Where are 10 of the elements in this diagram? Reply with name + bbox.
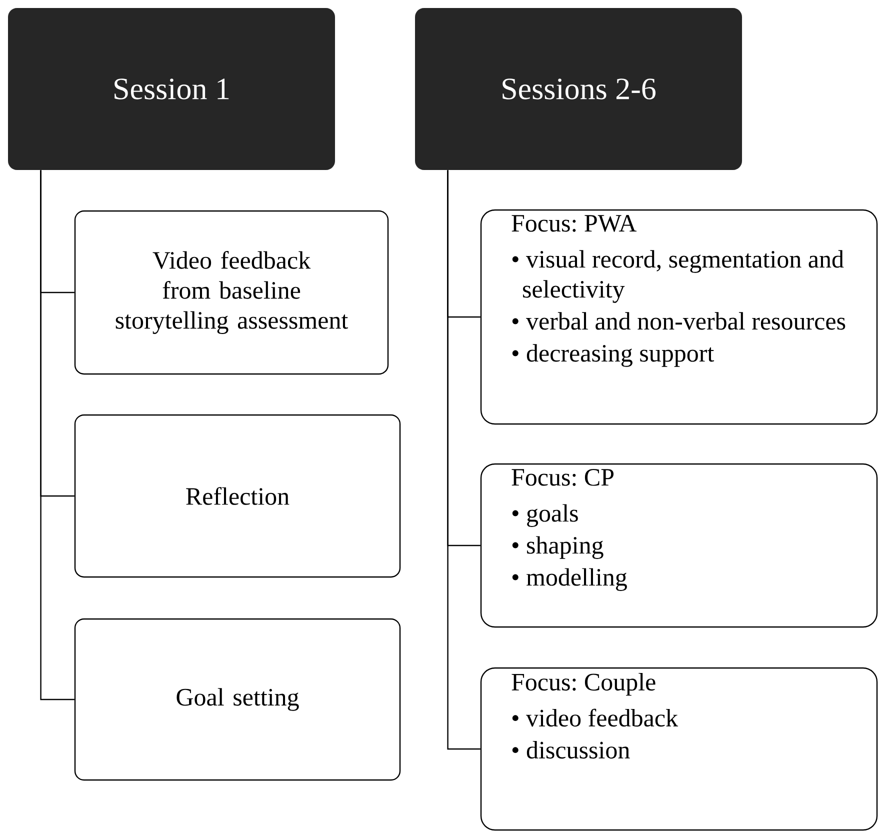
focus-box: Focus: CP • goals • shaping • modelling [480,463,878,628]
header-box: Session 1 [8,8,335,170]
step-box: Goal setting [74,618,401,781]
connector-line [447,170,480,750]
focus-box: Focus: Couple • video feedback • discussion [480,667,878,831]
focus-box: Focus: PWA • visual record, segmentation and selectivity • verbal and non-verbal resources • decreasing support [480,209,878,425]
connector-line [40,170,74,700]
step-box: Video feedback from baseline storytelling assessment [74,210,389,375]
step-box: Reflection [74,414,401,578]
header-box: Sessions 2-6 [415,8,742,170]
